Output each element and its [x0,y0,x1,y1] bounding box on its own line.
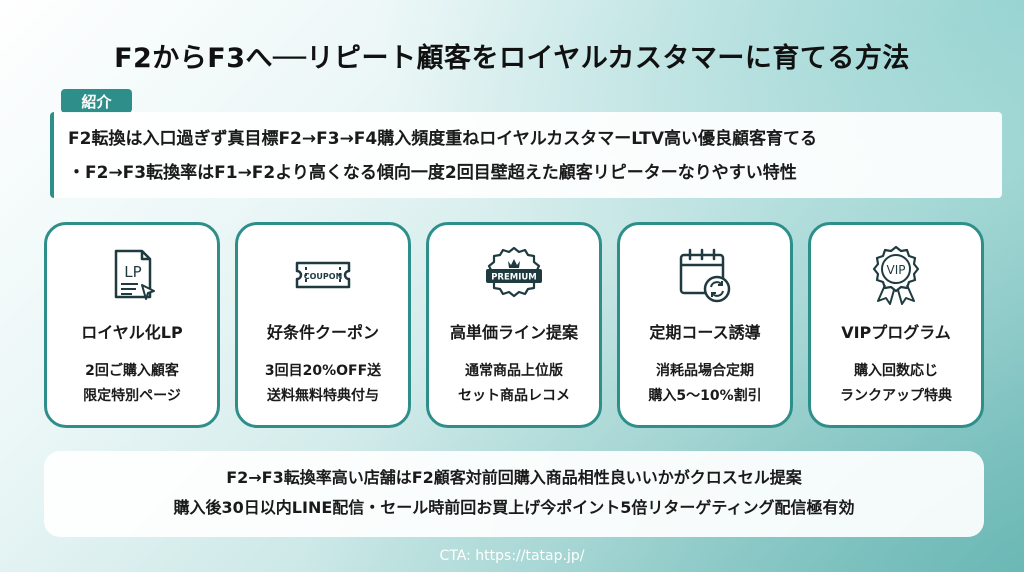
card-vip: VIP VIPプログラム 購入回数応じ ランクアップ特典 [808,222,984,428]
card-desc: 消耗品場合定期 購入5〜10%割引 [620,359,790,409]
card-title: 高単価ライン提案 [449,323,578,342]
intro-box: F2転換は入口過ぎず真目標F2→F3→F4購入頻度重ねロイヤルカスタマーLTV高… [50,112,1002,198]
card-royal-lp: LP ロイヤル化LP 2回ご購入顧客 限定特別ページ [44,222,220,428]
card-desc-line: 消耗品場合定期 [656,363,754,379]
page-title: F2からF3へ──リピート顧客をロイヤルカスタマーに育てる方法 [114,43,910,74]
premium-icon-text: PREMIUM [491,273,537,283]
card-premium: PREMIUM 高単価ライン提案 通常商品上位版 セット商品レコメ [426,222,602,428]
card-desc-line: ランクアップ特典 [840,388,952,404]
summary-box: F2→F3転換率高い店舗はF2顧客対前回購入商品相性良いいかがクロスセル提案 購… [44,451,984,537]
card-title: 好条件クーポン [266,323,379,342]
card-desc-line: セット商品レコメ [458,388,570,404]
coupon-icon-text: COUPON [304,272,343,281]
card-desc-line: 購入5〜10%割引 [648,388,762,404]
card-desc: 2回ご購入顧客 限定特別ページ [47,359,217,409]
card-desc-line: 通常商品上位版 [465,363,563,379]
summary-line-1: F2→F3転換率高い店舗はF2顧客対前回購入商品相性良いいかがクロスセル提案 [226,468,802,487]
subscription-calendar-icon [679,248,731,303]
card-subscription: 定期コース誘導 消耗品場合定期 購入5〜10%割引 [617,222,793,428]
lp-icon: LP [114,249,155,300]
premium-icon: PREMIUM [486,246,542,298]
card-desc-line: 送料無料特典付与 [267,388,379,404]
summary-line-2: 購入後30日以内LINE配信・セール時前回お買上げ今ポイント5倍リターゲティング… [173,498,855,517]
coupon-icon: COUPON [295,261,351,289]
cta-link[interactable]: CTA: https://tatap.jp/ [439,548,585,564]
intro-line-2: ・F2→F3転換率はF1→F2より高くなる傾向一度2回目壁超えた顧客リピーターな… [68,163,797,183]
lp-icon-text: LP [124,263,141,281]
card-desc-line: 限定特別ページ [83,388,181,404]
vip-icon-text: VIP [887,263,906,277]
card-desc: 3回目20%OFF送 送料無料特典付与 [238,359,408,409]
card-desc: 通常商品上位版 セット商品レコメ [429,359,599,409]
card-desc-line: 購入回数応じ [854,363,938,379]
intro-line-1: F2転換は入口過ぎず真目標F2→F3→F4購入頻度重ねロイヤルカスタマーLTV高… [68,129,818,149]
card-coupon: COUPON 好条件クーポン 3回目20%OFF送 送料無料特典付与 [235,222,411,428]
card-title: VIPプログラム [841,323,951,342]
card-desc: 購入回数応じ ランクアップ特典 [811,359,981,409]
card-title: ロイヤル化LP [81,323,183,342]
strategy-cards: LP ロイヤル化LP 2回ご購入顧客 限定特別ページ COUPON 好条件クーポ… [44,222,984,430]
intro-tag: 紹介 [61,89,132,113]
card-desc-line: 2回ご購入顧客 [85,363,179,379]
vip-badge-icon: VIP [872,245,920,305]
card-desc-line: 3回目20%OFF送 [264,363,382,379]
card-title: 定期コース誘導 [649,323,761,342]
